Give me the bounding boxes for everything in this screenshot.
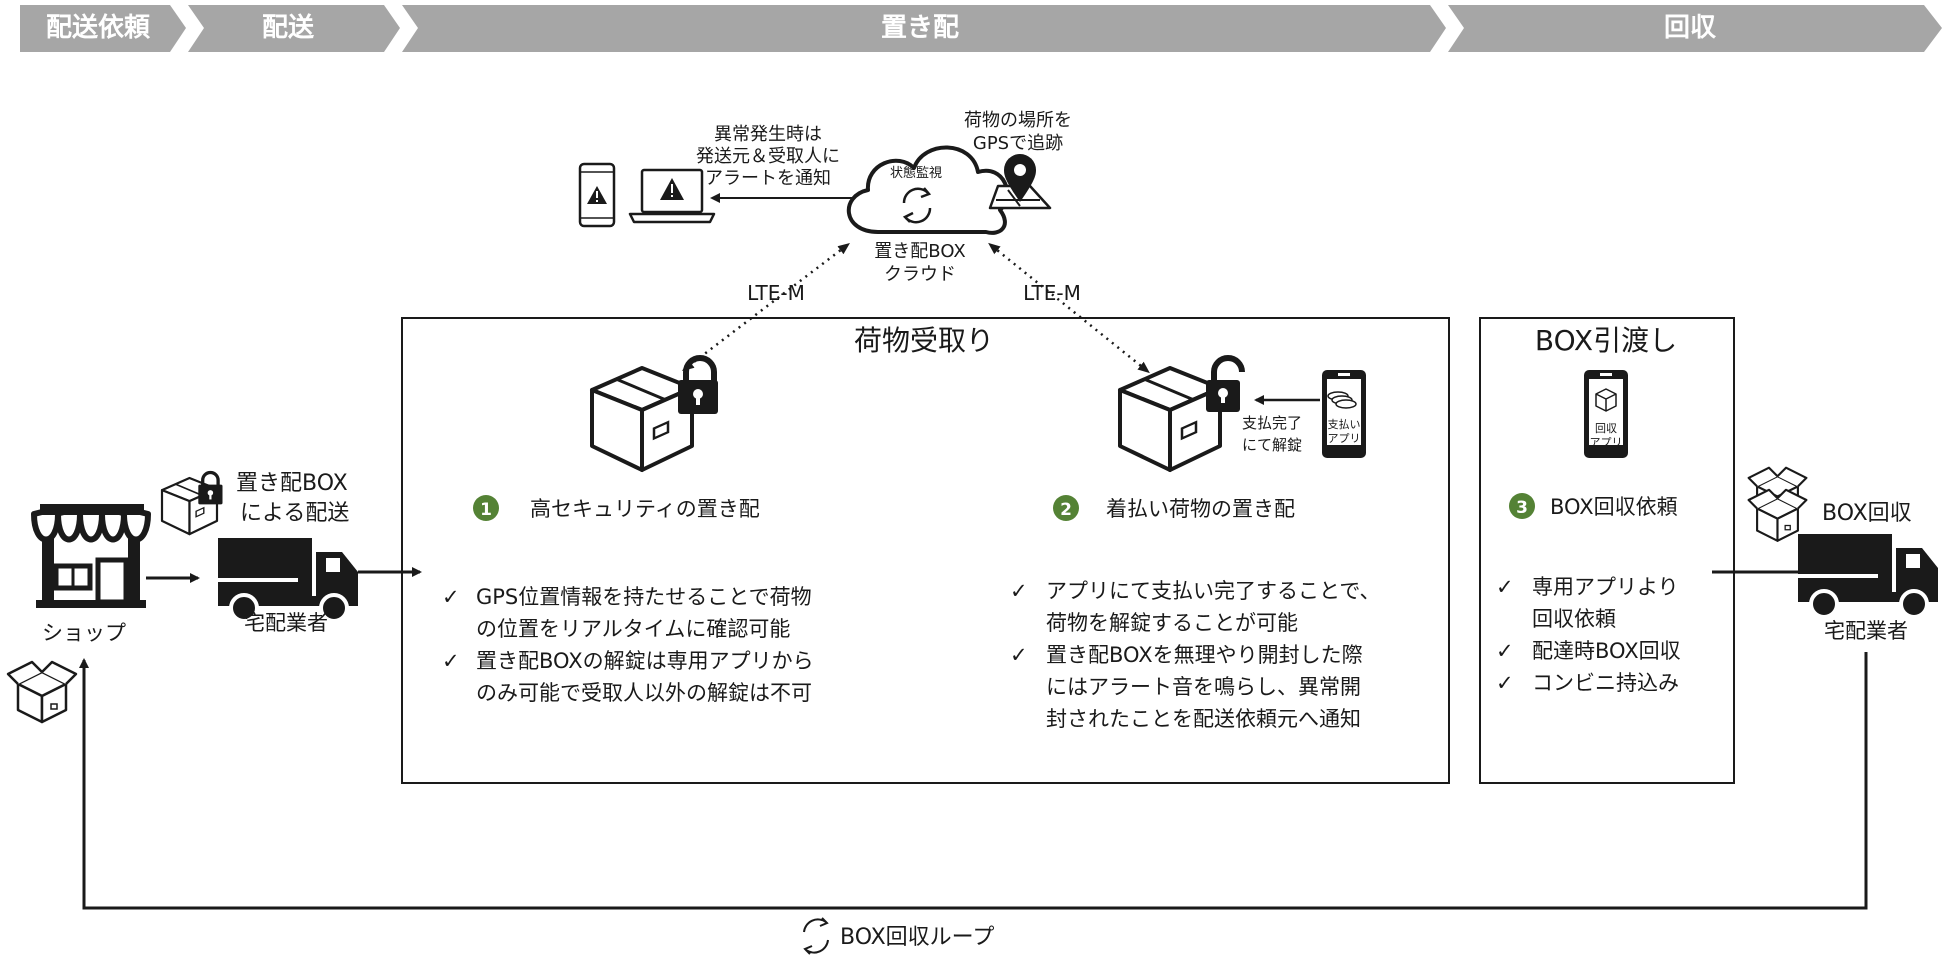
feature1-title: 高セキュリティの置き配 [530,497,760,521]
feature1-bullet1-check: ✓ [442,585,460,609]
shop-label: ショップ [42,621,126,645]
feature3-bullet3-line1: コンビニ持込み [1532,671,1679,695]
collect-app-line1: 回収 [1595,422,1617,435]
feature2-bullet1-line2: 荷物を解錠することが可能 [1046,611,1298,635]
feature1-bullet2-line1: 置き配BOXの解錠は専用アプリから [476,649,814,673]
feature1-bullet1-line2: の位置をリアルタイムに確認可能 [476,617,790,641]
feature2-bullet2-line2: にはアラート音を鳴らし、異常開 [1046,675,1361,699]
feature1-bullet2-line2: のみ可能で受取人以外の解錠は不可 [476,681,812,705]
payment-app-line2: アプリ [1328,432,1361,445]
feature2-bullet1-check: ✓ [1010,579,1028,603]
feature1-number: 1 [480,500,492,520]
right-box-caption: BOX回収 [1822,501,1912,526]
cloud-center-label: 状態監視 [890,165,942,181]
phase-label-collect: 回収 [1664,13,1717,43]
left-box-lock-icon [160,470,223,536]
feature2-number-badge [1053,495,1079,521]
feature3-number-badge [1509,493,1535,519]
unlock-caption-line1: 支払完了 [1242,414,1302,432]
right-truck-icon [1796,532,1940,619]
feature3-bullet1-line2: 回収依頼 [1532,607,1616,631]
phase-label-request: 配送依頼 [46,13,151,43]
phase-arrow-delivery [188,5,400,52]
feature3-bullet3-check: ✓ [1496,671,1514,695]
feature2-number: 2 [1060,500,1072,520]
left-box-caption-line1: 置き配BOX [236,471,348,496]
unlock-caption-line2: にて解錠 [1242,436,1302,454]
receive-panel-frame [401,317,1450,784]
return-loop-line [79,652,1868,910]
lte-label-right: LTE-M [1023,281,1081,305]
feature1-number-badge [473,495,499,521]
refresh-icon [902,187,932,224]
lte-link-left [682,242,850,372]
alert-phone-icon [578,162,616,228]
gps-caption-line2: GPSで追跡 [973,133,1063,154]
feature3-title: BOX回収依頼 [1550,495,1678,519]
lte-label-left: LTE-M [747,281,805,305]
feature1-bullet2-check: ✓ [442,649,460,673]
left-box-caption-line2: による配送 [240,501,349,526]
feature3-bullet1-line1: 専用アプリより [1532,575,1679,599]
feature2-bullet1-line1: アプリにて支払い完了することで、 [1046,579,1381,603]
payment-app-phone-icon [1322,370,1366,458]
return-box-icon [6,660,78,724]
lte-link-right [988,242,1150,374]
phase-label-delivery: 配送 [262,13,314,43]
feature2-bullet2-line1: 置き配BOXを無理やり開封した際 [1046,643,1363,667]
feature2-bullet2-line3: 封されたことを配送依頼元へ通知 [1046,707,1361,731]
cloud-icon [846,145,1010,235]
phase-arrow-collect [1448,5,1942,52]
phase-arrow-okihai [402,5,1446,52]
feature2-bullet2-check: ✓ [1010,643,1028,667]
receive-panel-title: 荷物受取り [854,324,994,357]
right-truck-label: 宅配業者 [1824,619,1908,643]
collect-app-line2: アプリ [1590,436,1623,449]
gps-caption-line1: 荷物の場所を [964,110,1072,131]
collect-app-phone-icon [1584,370,1628,458]
handover-panel-title: BOX引渡し [1535,324,1677,357]
loop-label: BOX回収ループ [840,925,994,950]
feature3-bullet2-line1: 配達時BOX回収 [1532,639,1681,663]
alert-caption-line3: アラートを通知 [705,168,831,189]
feature3-bullet2-check: ✓ [1496,639,1514,663]
loop-refresh-icon [803,917,829,955]
feature3-number: 3 [1516,498,1528,518]
feature3-bullet1-check: ✓ [1496,575,1514,599]
cloud-caption-line1: 置き配BOX [874,241,965,262]
alert-caption-line2: 発送元＆受取人に [696,146,840,167]
cloud-caption-line2: クラウド [884,264,956,285]
left-truck-icon [216,536,360,623]
left-truck-label: 宅配業者 [244,611,328,635]
collected-boxes-icon [1747,466,1808,542]
alert-caption-line1: 異常発生時は [714,124,822,145]
payment-app-line1: 支払い [1328,417,1361,431]
feature1-bullet1-line1: GPS位置情報を持たせることで荷物 [476,585,812,609]
feature2-title: 着払い荷物の置き配 [1106,497,1295,521]
phase-label-okihai: 置き配 [881,13,959,43]
shop-icon [31,504,151,608]
phase-arrow-request [20,5,186,52]
phase-banner: 配送依頼 配送 置き配 回収 [20,5,1942,52]
gps-map-pin-icon [988,154,1052,210]
alert-laptop-icon [628,168,716,224]
handover-panel-frame [1479,317,1735,784]
feature1-box-lock-icon [590,355,718,472]
feature2-box-unlock-icon [1118,355,1245,472]
